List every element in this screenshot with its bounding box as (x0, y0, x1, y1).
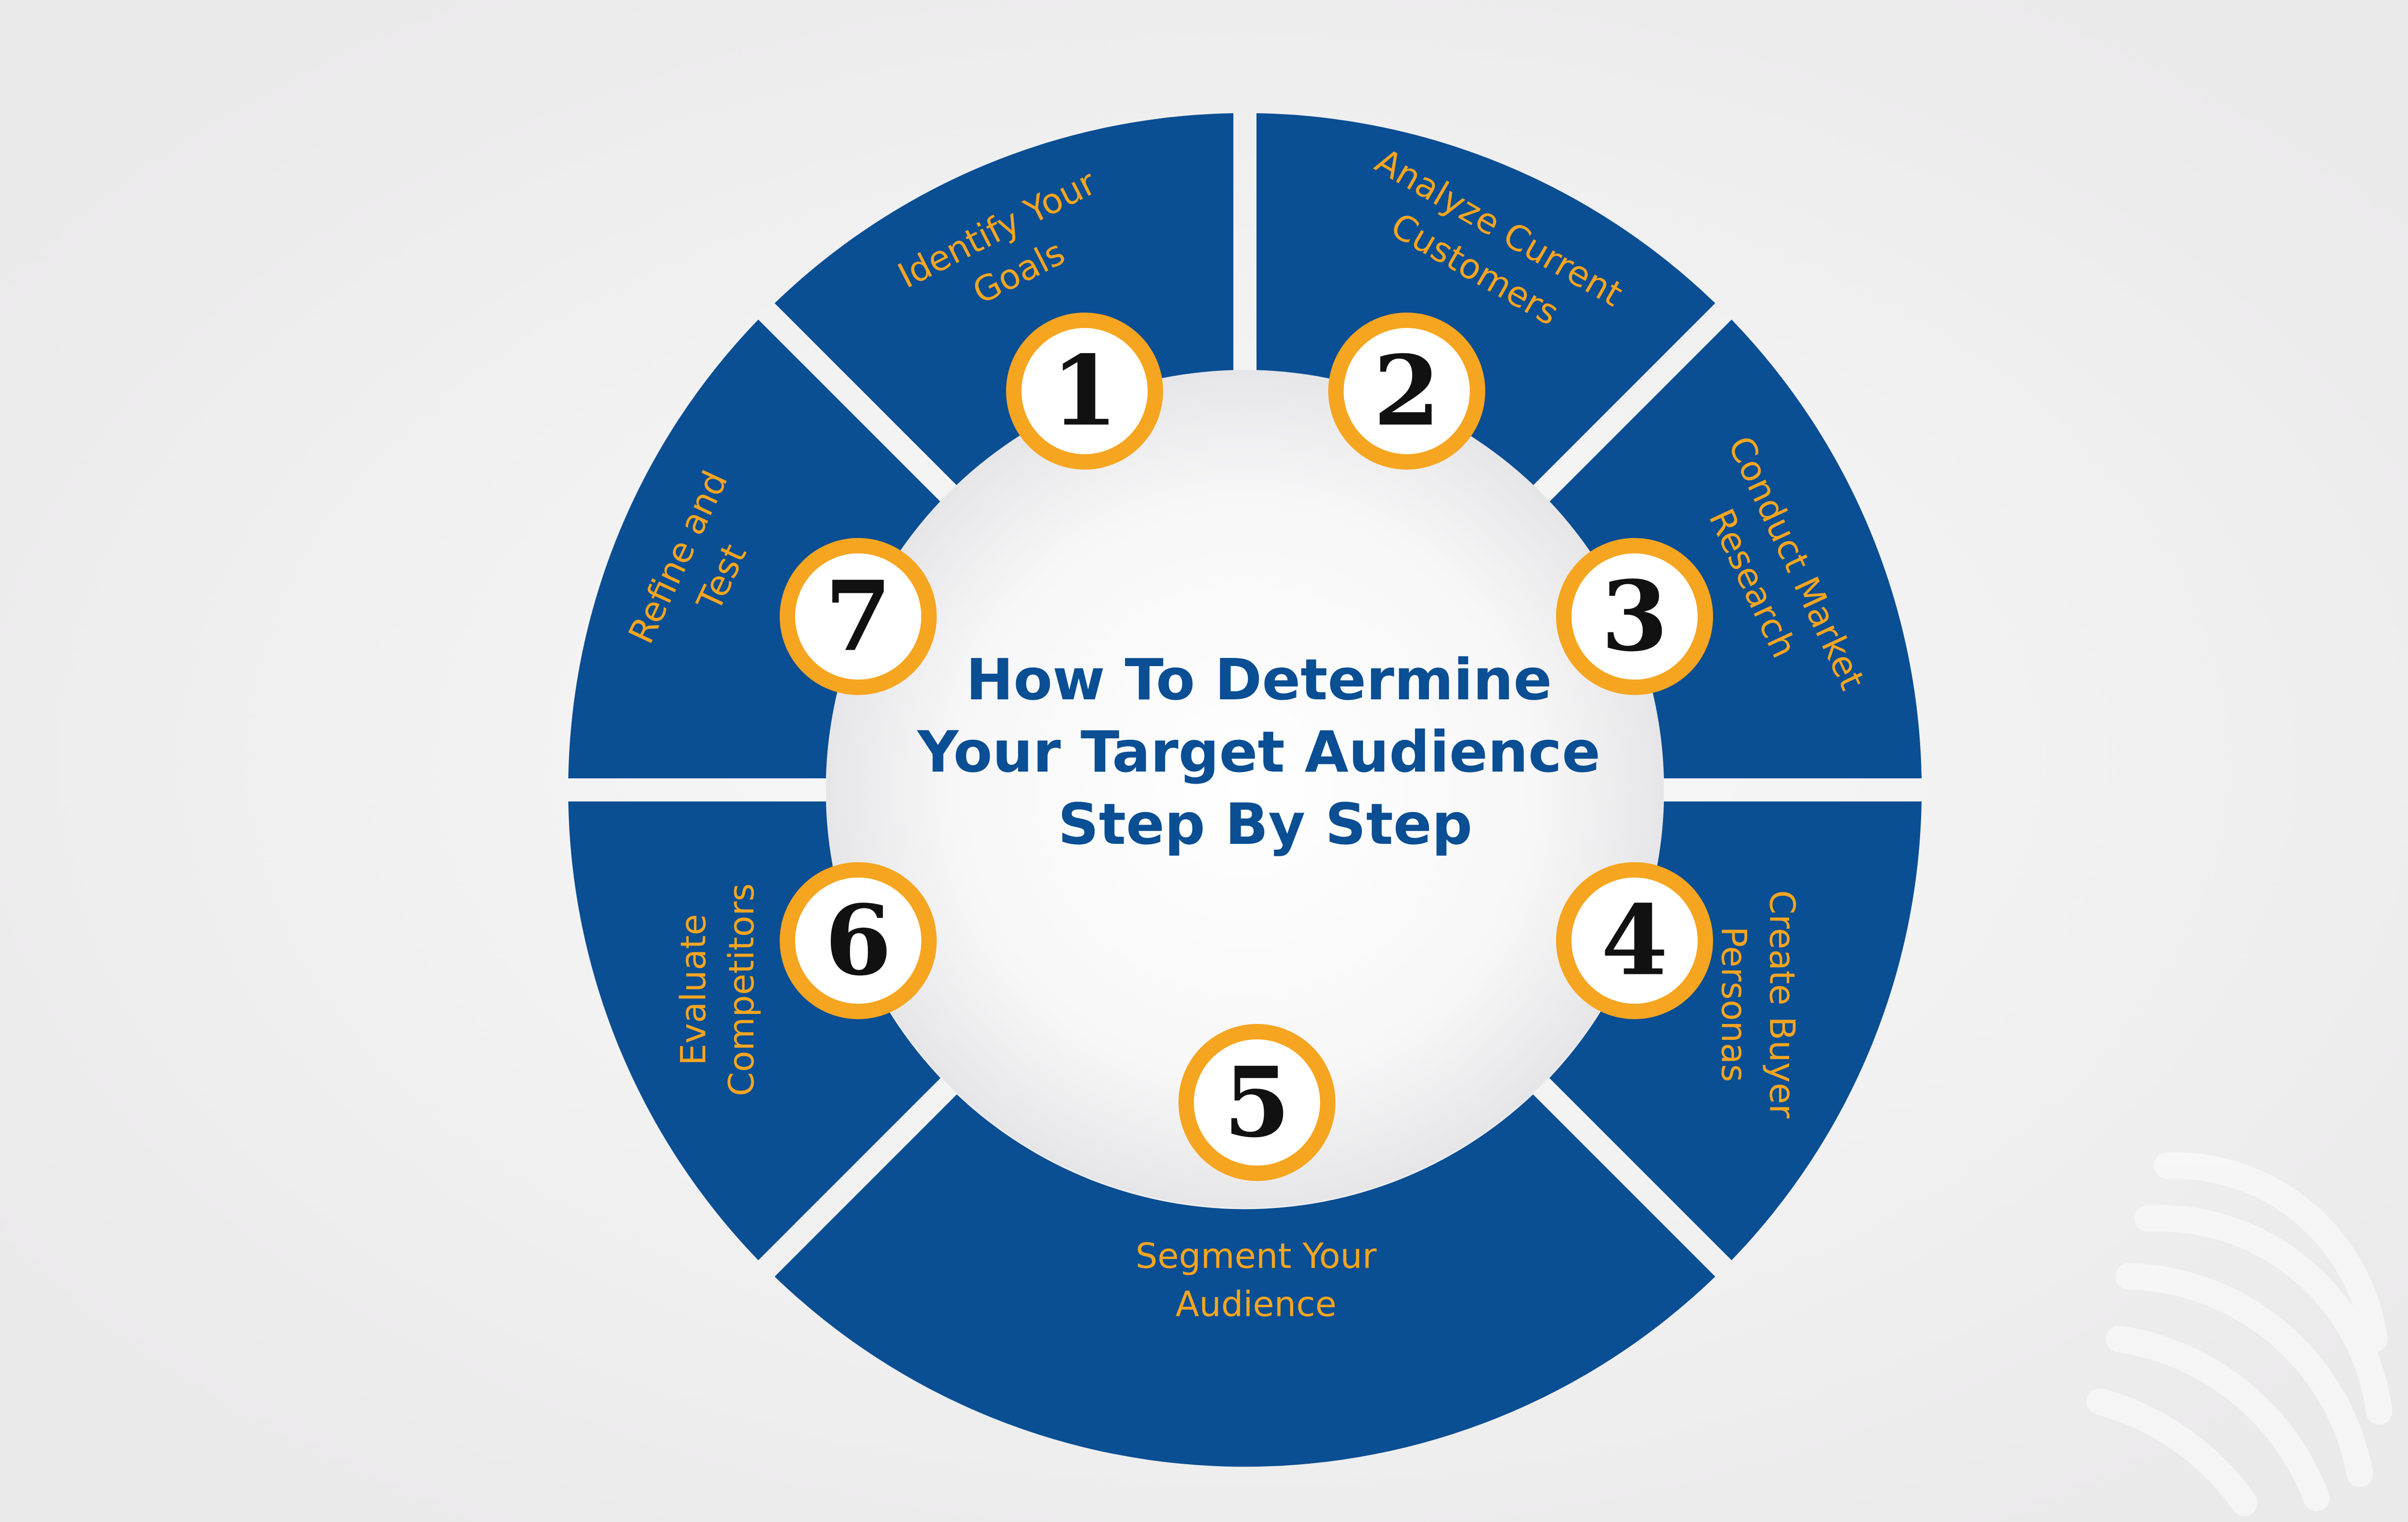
step-badge-6: 6 (780, 862, 937, 1019)
step-number: 3 (1601, 560, 1668, 673)
badge-ring (780, 862, 937, 1019)
step-label-6: Evaluate Competitors (673, 883, 762, 1096)
segment-step-4 (1549, 801, 1922, 1260)
step-badge-7: 7 (780, 538, 937, 695)
step-number: 5 (1223, 1046, 1290, 1159)
badge-ring (1556, 538, 1713, 695)
step-6-label-line-2: Competitors (721, 883, 762, 1096)
step-5-label-line-2: Audience (1176, 1284, 1336, 1325)
step-number: 4 (1601, 884, 1668, 997)
badge-ring (780, 538, 937, 695)
globe-logo-watermark (2086, 1152, 2393, 1516)
center-title: How To Determine Your Target Audience St… (916, 646, 1600, 857)
center-circle (826, 370, 1664, 1208)
segment-step-3 (1549, 319, 1922, 778)
step-6-label-line-1: Evaluate (673, 914, 714, 1066)
step-4-label-line-2: Personas (1714, 926, 1754, 1082)
step-badge-3: 3 (1556, 538, 1713, 695)
step-badge-5: 5 (1178, 1024, 1335, 1181)
step-badge-2: 2 (1328, 313, 1485, 470)
step-segments (568, 113, 1922, 1467)
segment-step-6 (568, 801, 941, 1260)
badge-ring (1556, 862, 1713, 1019)
step-number: 1 (1051, 335, 1118, 448)
step-number: 7 (824, 560, 891, 673)
title-line-1: How To Determine (966, 646, 1552, 713)
step-badge-4: 4 (1556, 862, 1713, 1019)
title-line-2: Your Target Audience (916, 719, 1600, 785)
step-5-label-line-1: Segment Your (1136, 1236, 1377, 1276)
segment-step-2 (1256, 113, 1715, 485)
step-number: 2 (1373, 335, 1440, 448)
step-4-label-line-1: Create Buyer (1762, 890, 1802, 1118)
title-line-3: Step By Step (1058, 791, 1473, 857)
step-number: 6 (824, 884, 891, 997)
step-badge-1: 1 (1006, 313, 1163, 470)
badge-ring (1328, 313, 1485, 470)
step-label-4: Create Buyer Personas (1714, 890, 1802, 1118)
badge-ring (1178, 1024, 1335, 1181)
segment-step-5 (774, 1094, 1715, 1467)
badge-ring (1006, 313, 1163, 470)
segment-step-7 (568, 319, 941, 778)
step-label-5: Segment Your Audience (1136, 1236, 1377, 1325)
segment-step-1 (774, 113, 1233, 485)
